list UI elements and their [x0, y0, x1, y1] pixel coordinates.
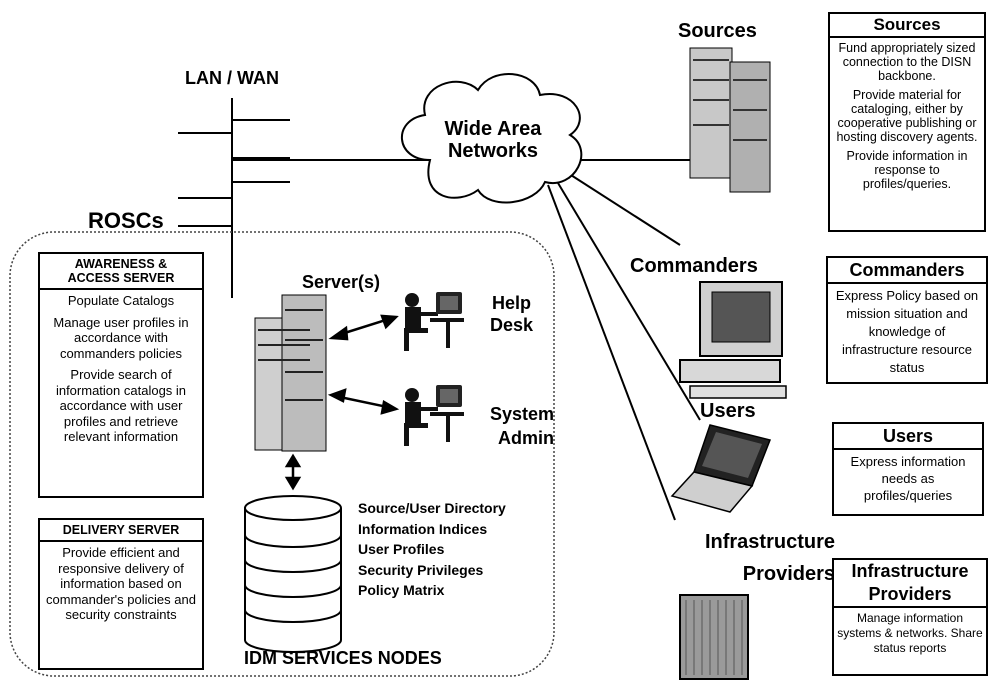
- lan-bus: [178, 98, 430, 298]
- system-admin-line1: System: [489, 404, 554, 424]
- directory-item: User Profiles: [358, 541, 445, 557]
- help-desk-line1: Help: [492, 293, 532, 313]
- delivery-box-title: DELIVERY SERVER: [40, 520, 202, 542]
- help-desk-line2: Desk: [490, 315, 534, 335]
- lan-wan-label: LAN / WAN: [185, 68, 279, 88]
- wan-cloud-line2: Networks: [447, 140, 539, 162]
- infrastructure-box-title-line1: Infrastructure: [851, 561, 969, 581]
- directory-item: Source/User Directory: [358, 500, 506, 516]
- sources-box-title: Sources: [830, 14, 984, 38]
- users-laptop-icon: [670, 424, 772, 513]
- infrastructure-box-title-line2: Providers: [868, 584, 952, 604]
- system-admin-line2: Admin: [498, 428, 554, 448]
- idm-nodes-label: IDM SERVICES NODES: [244, 648, 442, 668]
- commanders-label: Commanders: [630, 255, 758, 277]
- awareness-access-server-box: AWARENESS & ACCESS SERVER Populate Catal…: [38, 252, 204, 498]
- awareness-box-title: AWARENESS & ACCESS SERVER: [40, 254, 202, 290]
- server-rack-icon: [254, 294, 327, 452]
- sources-item: Provide information in response to profi…: [846, 149, 968, 191]
- awareness-title-line1: AWARENESS &: [74, 257, 168, 271]
- commanders-box-title: Commanders: [828, 258, 986, 284]
- awareness-box-body: Populate Catalogs Manage user profiles i…: [40, 290, 202, 454]
- directory-list: Source/User Directory Information Indice…: [358, 498, 506, 601]
- awareness-item: Populate Catalogs: [67, 293, 175, 308]
- infrastructure-box-title: Infrastructure Providers: [834, 560, 986, 608]
- infrastructure-rack-icon: [679, 594, 749, 680]
- delivery-box-text: Provide efficient and responsive deliver…: [46, 545, 196, 622]
- directory-item: Policy Matrix: [358, 582, 445, 598]
- sources-server-icon: [689, 47, 771, 193]
- users-box: Users Express information needs as profi…: [832, 422, 984, 516]
- wan-cloud-icon: [400, 73, 583, 204]
- help-desk-label: Help Desk: [490, 292, 533, 336]
- sources-item: Fund appropriately sized connection to t…: [838, 41, 976, 83]
- awareness-item: Provide search of information catalogs i…: [55, 367, 187, 444]
- commanders-box: Commanders Express Policy based on missi…: [826, 256, 988, 384]
- directory-item: Security Privileges: [358, 561, 484, 578]
- sources-box-body: Fund appropriately sized connection to t…: [830, 38, 984, 199]
- servers-label: Server(s): [302, 272, 381, 292]
- infrastructure-line1: Infrastructure: [704, 531, 835, 553]
- help-desk-operator-icon: [404, 292, 464, 351]
- awareness-title-line2: ACCESS SERVER: [67, 271, 175, 285]
- commanders-workstation-icon: [679, 281, 787, 399]
- sources-label: Sources: [678, 20, 757, 42]
- system-admin-label: System Admin: [474, 402, 554, 450]
- infrastructure-label: Infrastructure Providers: [673, 526, 835, 590]
- system-admin-operator-icon: [404, 385, 464, 446]
- commanders-box-text: Express Policy based on mission situatio…: [835, 288, 979, 375]
- wan-cloud-line1: Wide Area: [444, 118, 542, 140]
- server-arrows: [284, 314, 400, 491]
- roscs-label: ROSCs: [88, 208, 164, 233]
- roscs-enclosure: [9, 231, 555, 677]
- infrastructure-box: Infrastructure Providers Manage informat…: [832, 558, 988, 676]
- users-box-text: Express information needs as profiles/qu…: [850, 454, 966, 503]
- infrastructure-line2: Providers: [742, 563, 835, 585]
- sources-item: Provide material for cataloging, either …: [836, 88, 978, 144]
- directory-item: Information Indices: [358, 520, 488, 537]
- wan-cloud-label: Wide Area Networks: [428, 118, 558, 162]
- awareness-item: Manage user profiles in accordance with …: [53, 314, 189, 361]
- infrastructure-box-text: Manage information systems & networks. S…: [837, 611, 983, 655]
- delivery-server-box: DELIVERY SERVER Provide efficient and re…: [38, 518, 204, 670]
- users-label: Users: [700, 400, 756, 422]
- users-box-title: Users: [834, 424, 982, 450]
- database-icon: [244, 495, 342, 653]
- wan-links: [547, 159, 701, 521]
- sources-box: Sources Fund appropriately sized connect…: [828, 12, 986, 232]
